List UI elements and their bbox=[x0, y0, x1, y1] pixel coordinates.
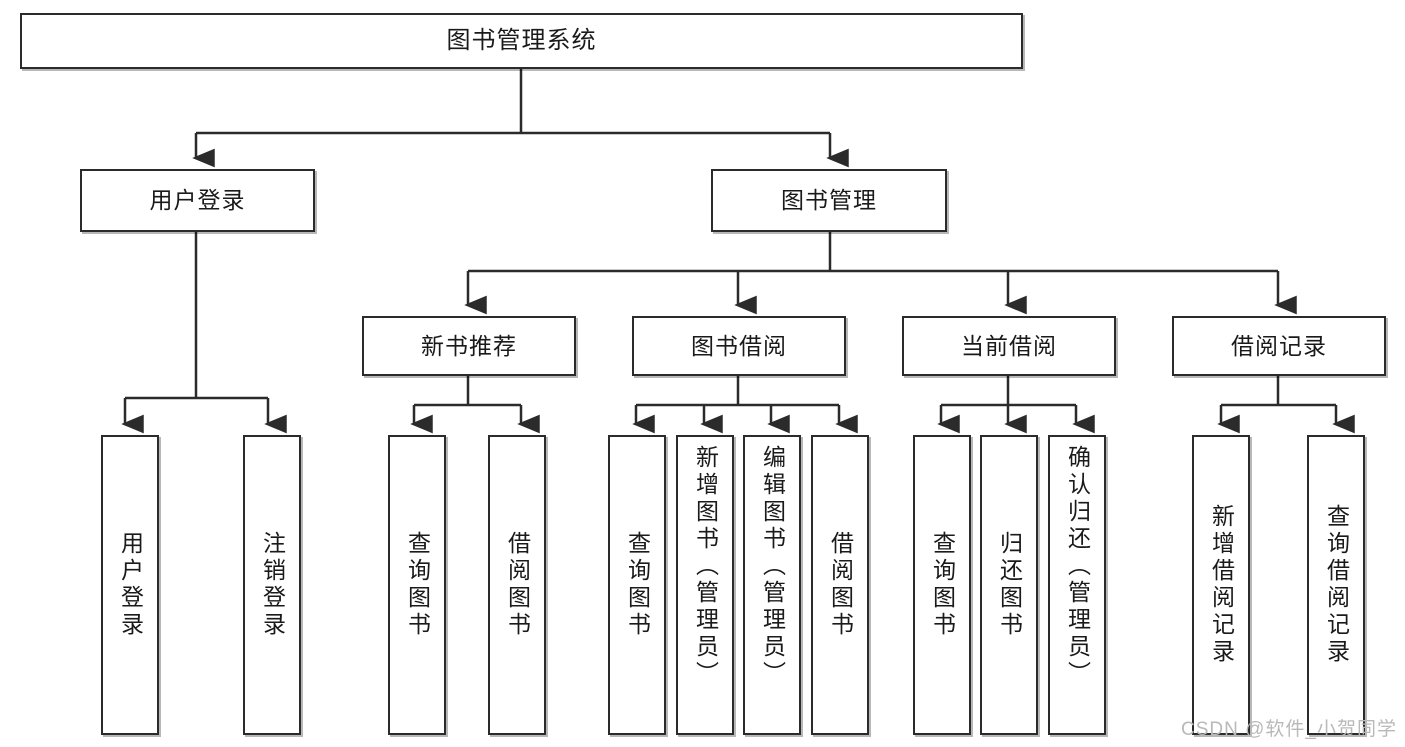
leaf-user-login[interactable]: 用户登录 bbox=[101, 435, 159, 735]
node-label: 编辑图书（管理员） bbox=[759, 445, 786, 688]
leaf-query-borrow-record[interactable]: 查询借阅记录 bbox=[1307, 435, 1365, 735]
node-label: 图书借阅 bbox=[691, 332, 787, 359]
node-user-login[interactable]: 用户登录 bbox=[80, 169, 315, 232]
node-label: 借阅记录 bbox=[1231, 332, 1327, 359]
node-label: 图书管理 bbox=[781, 187, 877, 214]
node-label: 查询图书 bbox=[404, 531, 431, 639]
node-label: 新书推荐 bbox=[421, 332, 517, 359]
leaf-return-book[interactable]: 归还图书 bbox=[980, 435, 1038, 735]
node-label: 查询图书 bbox=[624, 531, 651, 639]
node-label: 借阅图书 bbox=[504, 531, 531, 639]
node-current-borrow[interactable]: 当前借阅 bbox=[902, 316, 1116, 376]
watermark: CSDN @软件_小贺同学 bbox=[1181, 719, 1397, 740]
leaf-query-book-borrow[interactable]: 查询图书 bbox=[608, 435, 666, 735]
node-label: 查询借阅记录 bbox=[1323, 504, 1350, 666]
node-label: 归还图书 bbox=[996, 531, 1023, 639]
node-label: 确认归还（管理员） bbox=[1064, 445, 1091, 688]
node-book-management[interactable]: 图书管理 bbox=[711, 169, 947, 232]
node-label: 注销登录 bbox=[259, 531, 286, 639]
node-book-borrow[interactable]: 图书借阅 bbox=[632, 316, 846, 376]
node-label: 用户登录 bbox=[149, 187, 246, 214]
leaf-borrow-book-recommend[interactable]: 借阅图书 bbox=[488, 435, 546, 735]
node-root-system[interactable]: 图书管理系统 bbox=[20, 13, 1023, 69]
leaf-borrow-book[interactable]: 借阅图书 bbox=[811, 435, 869, 735]
leaf-edit-book-admin[interactable]: 编辑图书（管理员） bbox=[743, 435, 801, 735]
node-label: 当前借阅 bbox=[961, 332, 1057, 359]
leaf-logout[interactable]: 注销登录 bbox=[243, 435, 301, 735]
leaf-confirm-return-admin[interactable]: 确认归还（管理员） bbox=[1048, 435, 1106, 735]
node-label: 图书管理系统 bbox=[446, 27, 597, 55]
leaf-query-book-current[interactable]: 查询图书 bbox=[913, 435, 971, 735]
node-borrow-records[interactable]: 借阅记录 bbox=[1172, 316, 1386, 376]
node-label: 新增借阅记录 bbox=[1208, 504, 1235, 666]
node-label: 用户登录 bbox=[117, 531, 144, 639]
leaf-query-book-recommend[interactable]: 查询图书 bbox=[388, 435, 446, 735]
leaf-add-borrow-record[interactable]: 新增借阅记录 bbox=[1192, 435, 1250, 735]
node-label: 查询图书 bbox=[929, 531, 956, 639]
leaf-add-book-admin[interactable]: 新增图书（管理员） bbox=[676, 435, 734, 735]
node-label: 借阅图书 bbox=[827, 531, 854, 639]
node-new-book-recommend[interactable]: 新书推荐 bbox=[362, 316, 576, 376]
node-label: 新增图书（管理员） bbox=[692, 445, 719, 688]
